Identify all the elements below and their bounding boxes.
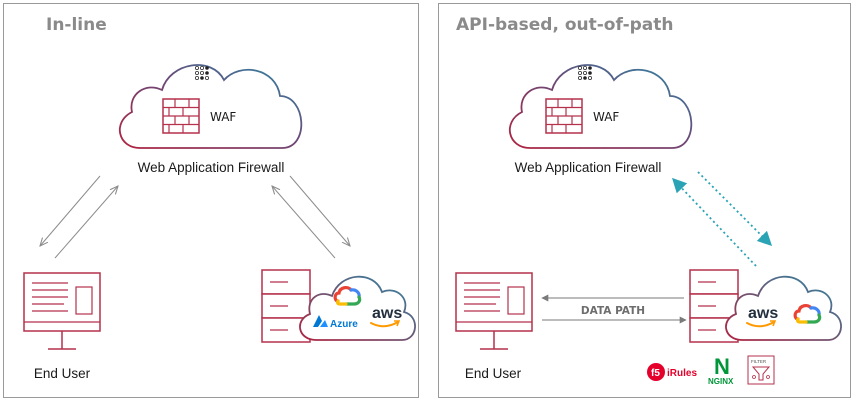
arrow-user-to-waf <box>54 186 118 259</box>
user-label-inline: End User <box>34 366 91 381</box>
azure-icon <box>313 315 328 327</box>
firewall-brick-icon <box>545 98 583 134</box>
waf-badge-inline: WAF <box>210 110 236 124</box>
integrations: f5 iRules N NGINX FILTER <box>647 354 775 386</box>
arrow-waf-to-user <box>40 175 101 246</box>
firewall-label-inline: Web Application Firewall <box>138 160 285 175</box>
aws-icon: aws <box>746 305 778 328</box>
user-label-api: End User <box>465 366 522 381</box>
waf-cloud-api: WAF <box>508 64 693 149</box>
aws-icon: aws <box>370 305 402 328</box>
data-path-label: DATA PATH <box>581 305 645 317</box>
server-icon <box>261 269 311 343</box>
panel-api: API-based, out-of-path <box>438 3 851 398</box>
filter-icon: FILTER <box>747 355 775 385</box>
aws-label-api: aws <box>748 305 778 322</box>
monitor-icon <box>455 272 533 350</box>
arrow-waf-to-server <box>289 175 350 246</box>
azure-label: Azure <box>330 319 358 330</box>
firewall-label-api: Web Application Firewall <box>515 160 662 175</box>
firewall-brick-icon <box>162 98 200 134</box>
nginx-label: NGINX <box>708 377 734 386</box>
filter-label: FILTER <box>751 359 767 364</box>
nginx-letter: N <box>714 354 730 379</box>
f5-icon: f5 <box>647 363 665 381</box>
irules-label: iRules <box>667 368 697 379</box>
cloud-providers-api: aws <box>725 275 842 341</box>
waf-badge-api: WAF <box>593 110 619 124</box>
waf-cloud-inline: WAF <box>118 64 303 149</box>
aws-label-inline: aws <box>372 305 402 322</box>
panel-api-heading: API-based, out-of-path <box>456 15 674 35</box>
arrow-server-to-waf <box>272 186 336 259</box>
dotted-arrow-waf-to-server <box>697 171 773 247</box>
google-cloud-icon <box>793 304 822 324</box>
dots-logo-icon <box>194 65 209 80</box>
nginx-icon: N NGINX <box>708 354 734 386</box>
svg-text:f5: f5 <box>651 368 660 379</box>
dots-logo-icon <box>577 65 592 80</box>
panel-inline: In-line <box>3 3 419 398</box>
cloud-providers-inline: Azure aws <box>299 275 416 341</box>
monitor-icon <box>23 272 101 350</box>
google-cloud-icon <box>333 286 362 306</box>
panel-inline-heading: In-line <box>46 15 107 35</box>
